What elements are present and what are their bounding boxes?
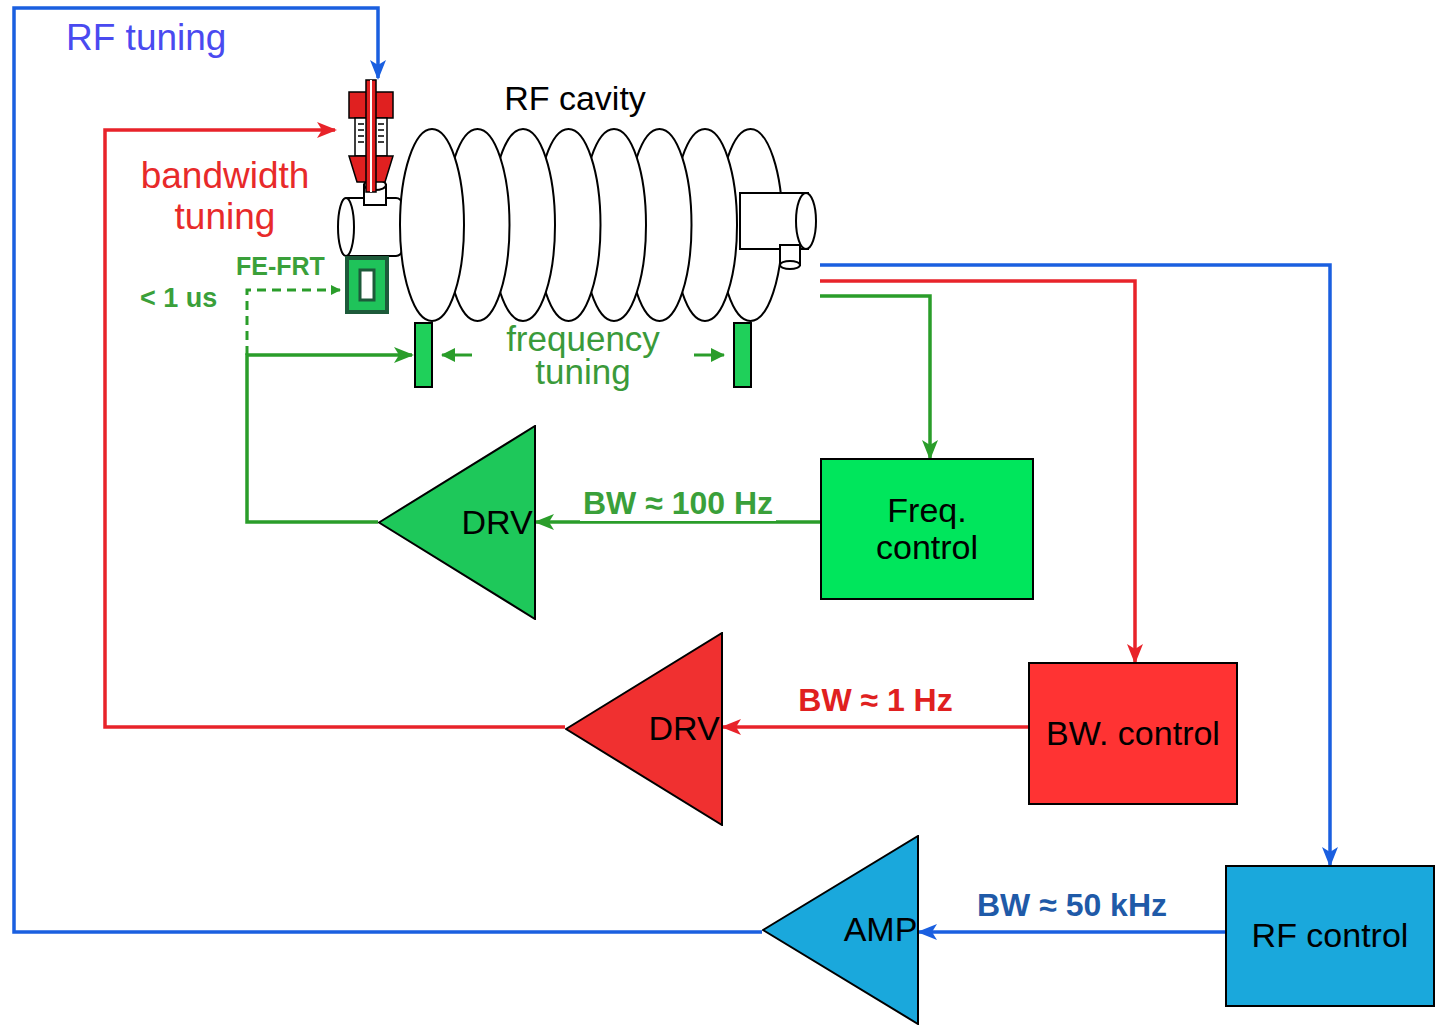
bandwidth-label: BW ≈ 50 kHz <box>974 888 1170 923</box>
node-text: RF control <box>1252 917 1409 954</box>
tuning-label: bandwidth tuning <box>120 156 330 237</box>
driver-amplifier: DRV <box>378 425 536 620</box>
signal-connector <box>919 930 1225 934</box>
cavity-node: RF cavity <box>335 78 820 318</box>
signal-connector <box>247 355 412 522</box>
signal-connector <box>14 8 762 932</box>
process-box: BW. control <box>1028 662 1238 805</box>
node-text: frequency tuning <box>478 322 688 389</box>
node-text: DRV <box>648 710 719 747</box>
device-label: FE-FRT <box>236 253 325 281</box>
latency-label: < 1 us <box>140 284 217 314</box>
process-box: Freq. control <box>820 458 1034 600</box>
tuning-label: RF tuning <box>66 18 226 59</box>
signal-connector <box>820 265 1330 865</box>
node-text: BW. control <box>1046 715 1220 752</box>
node-text: AMP <box>844 911 918 948</box>
signal-connector <box>723 725 1028 729</box>
node-text: DRV <box>461 504 532 541</box>
signal-connector <box>820 281 1135 662</box>
signal-connector <box>820 296 930 458</box>
fast-path <box>247 290 340 355</box>
process-box: RF control <box>1225 865 1435 1007</box>
power-amplifier: AMP <box>762 835 919 1025</box>
bandwidth-tuner <box>349 80 393 192</box>
node-text: Freq. control <box>832 492 1022 567</box>
node-text: RF cavity <box>475 80 675 117</box>
bandwidth-label: BW ≈ 1 Hz <box>795 683 955 718</box>
fe-frt-block <box>347 258 387 312</box>
bandwidth-label: BW ≈ 100 Hz <box>580 486 776 521</box>
frequency-tuning: frequency tuning <box>412 322 754 388</box>
cavity-cells <box>400 129 783 321</box>
signal-connector <box>105 130 565 727</box>
pipe-end <box>338 198 354 256</box>
driver-amplifier: DRV <box>565 632 723 826</box>
